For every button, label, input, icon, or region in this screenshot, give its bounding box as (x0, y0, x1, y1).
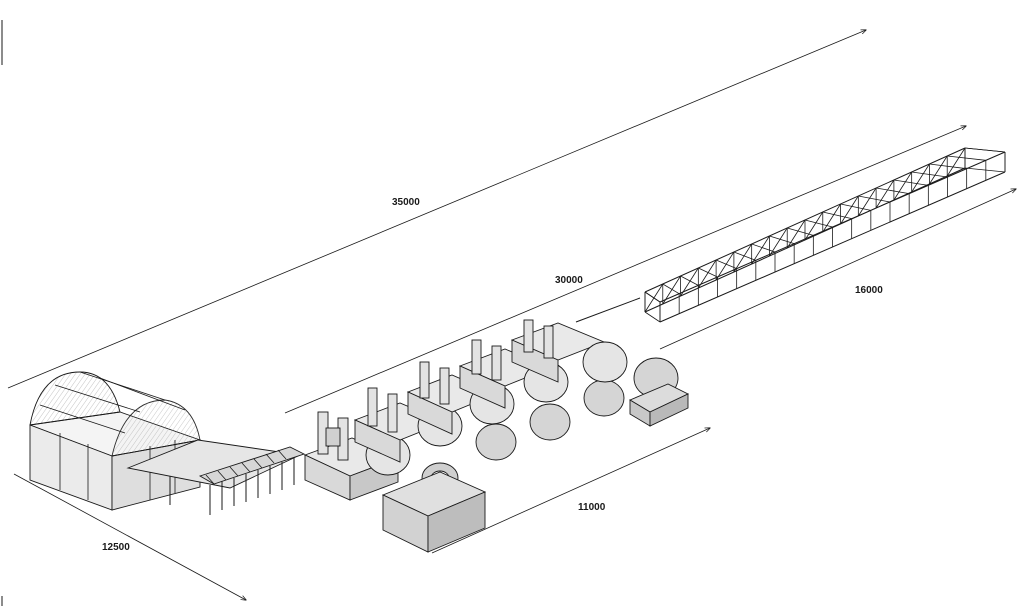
cooling-bed-member (751, 235, 770, 265)
cooling-bed-member (875, 179, 895, 209)
cooling-bed-member (947, 155, 986, 161)
cooling-bed-member (769, 227, 788, 257)
cooling-bed-member (733, 251, 756, 261)
cooling-bed-member (822, 203, 841, 233)
cooling-bed-member (893, 171, 913, 201)
cooling-bed-member (786, 219, 806, 249)
cooling-bed-member (929, 155, 948, 185)
cooling-bed-member (769, 235, 795, 245)
cooling-bed-member (680, 275, 699, 286)
cooling-bed-member (644, 291, 661, 303)
cooling-bed-member (804, 211, 824, 241)
mill-stand-3 (406, 361, 571, 441)
mill-stand-5 (510, 319, 690, 427)
dimension-30000: 30000 (284, 126, 966, 414)
dimension-35000: 35000 (7, 30, 866, 389)
cooling-bed-member (893, 179, 929, 186)
cooling-bed-member (858, 195, 891, 203)
dimension-label-35000: 35000 (392, 197, 420, 208)
dimension-label-11000: 11000 (578, 502, 606, 513)
cooling-bed-member (733, 243, 753, 273)
rolled-bar (575, 297, 641, 323)
dimension-11000: 11000 (431, 428, 710, 554)
cooling-bed-member (840, 203, 871, 211)
entry-furnace-enclosure (29, 371, 202, 511)
cooling-bed-member (662, 283, 680, 295)
cooling-bed-member (662, 275, 681, 305)
cooling-bed-member (751, 243, 776, 253)
dimension-label-30000: 30000 (555, 275, 583, 286)
cooling-bed-member (857, 187, 877, 217)
cooling-bed-member (804, 219, 833, 228)
cooling-bed-member (787, 227, 814, 236)
cooling-bed-member (822, 211, 852, 220)
dimension-label-16000: 16000 (855, 285, 883, 296)
cooling-bed-member (964, 147, 1006, 153)
cooling-bed-member (946, 147, 966, 177)
cooling-bed-member (697, 259, 717, 289)
cooling-bed (644, 147, 1006, 323)
cooling-bed-member (680, 267, 699, 297)
cooling-bed-member (929, 163, 967, 170)
cooling-bed-truss-members (644, 147, 1006, 322)
dimension-label-12500: 12500 (102, 542, 130, 553)
entry-roller-table (126, 439, 306, 515)
cooling-bed-member (644, 283, 664, 313)
dimension-12500: 12500 (13, 473, 246, 600)
cooling-bed-member (840, 195, 859, 225)
cooling-bed-member (911, 163, 930, 193)
mill-stand-1 (303, 411, 487, 553)
cooling-bed-member (876, 187, 910, 195)
cooling-bed-member (715, 251, 735, 281)
mill-stand-group (303, 319, 690, 553)
dimension-16000: 16000 (659, 189, 1016, 350)
